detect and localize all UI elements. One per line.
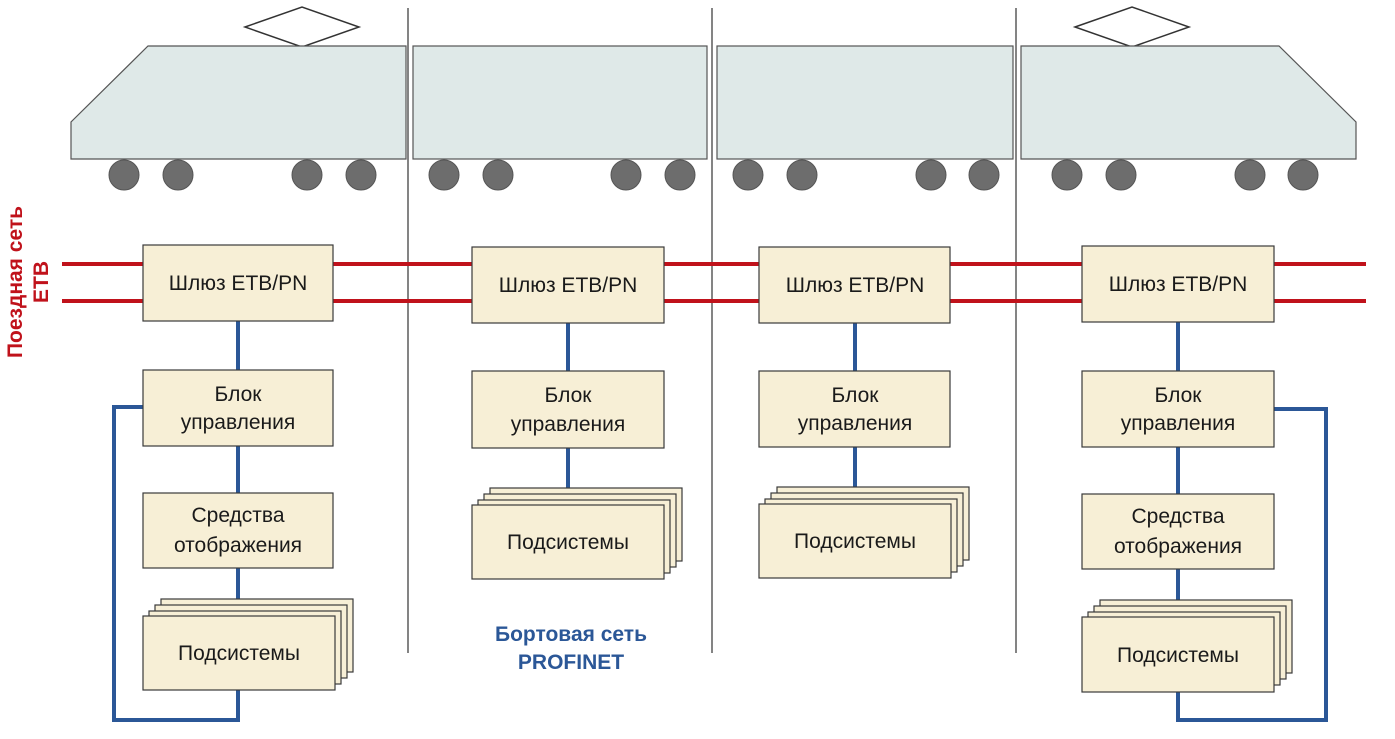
wheel bbox=[968, 159, 1000, 191]
control-unit-label-line1: Блок bbox=[215, 383, 263, 406]
onboard-network-label-line1: Бортовая сеть bbox=[495, 623, 647, 646]
gateway-block: Шлюз ETB/PN bbox=[471, 246, 665, 324]
train-network-label: Поездная сеть ETB bbox=[4, 206, 53, 358]
control-unit-label-line2: управления bbox=[511, 413, 626, 436]
wheel bbox=[786, 159, 818, 191]
wheel bbox=[108, 159, 140, 191]
profinet-links bbox=[112, 321, 1328, 722]
wheel bbox=[1051, 159, 1083, 191]
subsystems-label: Подсистемы bbox=[794, 530, 916, 553]
car-body-3 bbox=[716, 45, 1014, 160]
profinet-loop-right bbox=[1176, 407, 1328, 722]
gateway-block: Шлюз ETB/PN bbox=[758, 246, 951, 324]
display-unit-block: Средства отображения bbox=[1081, 493, 1275, 570]
wheel bbox=[664, 159, 696, 191]
control-unit-block: Блок управления bbox=[142, 369, 334, 447]
wheel bbox=[1105, 159, 1137, 191]
car-body-4 bbox=[1020, 45, 1357, 160]
control-unit-label-line2: управления bbox=[798, 412, 913, 435]
gateway-label: Шлюз ETB/PN bbox=[169, 272, 308, 295]
pantograph-left bbox=[242, 6, 362, 48]
control-unit-label-line2: управления bbox=[1121, 412, 1236, 435]
gateway-block: Шлюз ETB/PN bbox=[1081, 245, 1275, 323]
control-unit-block: Блок управления bbox=[758, 370, 951, 448]
wheel bbox=[915, 159, 947, 191]
subsystems-label: Подсистемы bbox=[1117, 644, 1239, 667]
control-unit-block: Блок управления bbox=[471, 370, 665, 449]
display-unit-block: Средства отображения bbox=[142, 492, 334, 569]
profinet-loop-left bbox=[112, 405, 240, 722]
subsystems-label: Подсистемы bbox=[507, 531, 629, 554]
control-unit-label-line1: Блок bbox=[545, 384, 593, 407]
gateway-label: Шлюз ETB/PN bbox=[1109, 273, 1248, 296]
wheel bbox=[291, 159, 323, 191]
pantograph-right bbox=[1072, 6, 1192, 48]
display-unit-label-line1: Средства bbox=[1131, 505, 1224, 528]
train-network-label-line2: ETB bbox=[30, 261, 53, 303]
wheel bbox=[162, 159, 194, 191]
gateway-label: Шлюз ETB/PN bbox=[786, 274, 925, 297]
wheel bbox=[610, 159, 642, 191]
display-unit-label-line2: отображения bbox=[174, 534, 302, 557]
subsystems-label: Подсистемы bbox=[178, 642, 300, 665]
gateway-label: Шлюз ETB/PN bbox=[499, 274, 638, 297]
gateway-block: Шлюз ETB/PN bbox=[142, 244, 334, 322]
car-body-2 bbox=[412, 45, 708, 160]
wheel bbox=[482, 159, 514, 191]
wheels bbox=[108, 159, 1319, 191]
wheel bbox=[1234, 159, 1266, 191]
wheel bbox=[345, 159, 377, 191]
onboard-network-label-line2: PROFINET bbox=[518, 651, 624, 674]
car-body-1 bbox=[70, 45, 407, 160]
display-unit-label-line1: Средства bbox=[191, 504, 284, 527]
wheel bbox=[732, 159, 764, 191]
control-unit-block: Блок управления bbox=[1081, 370, 1275, 448]
wheel bbox=[1287, 159, 1319, 191]
subsystems-block: Подсистемы bbox=[1081, 599, 1293, 693]
control-unit-label-line2: управления bbox=[181, 411, 296, 434]
subsystems-block: Подсистемы bbox=[758, 486, 970, 579]
display-unit-label-line2: отображения bbox=[1114, 535, 1242, 558]
train-network-label-line1: Поездная сеть bbox=[4, 206, 27, 358]
subsystems-block: Подсистемы bbox=[142, 598, 354, 691]
control-unit-label-line1: Блок bbox=[832, 384, 880, 407]
control-unit-label-line1: Блок bbox=[1155, 384, 1203, 407]
subsystems-block: Подсистемы bbox=[471, 487, 683, 580]
wheel bbox=[428, 159, 460, 191]
